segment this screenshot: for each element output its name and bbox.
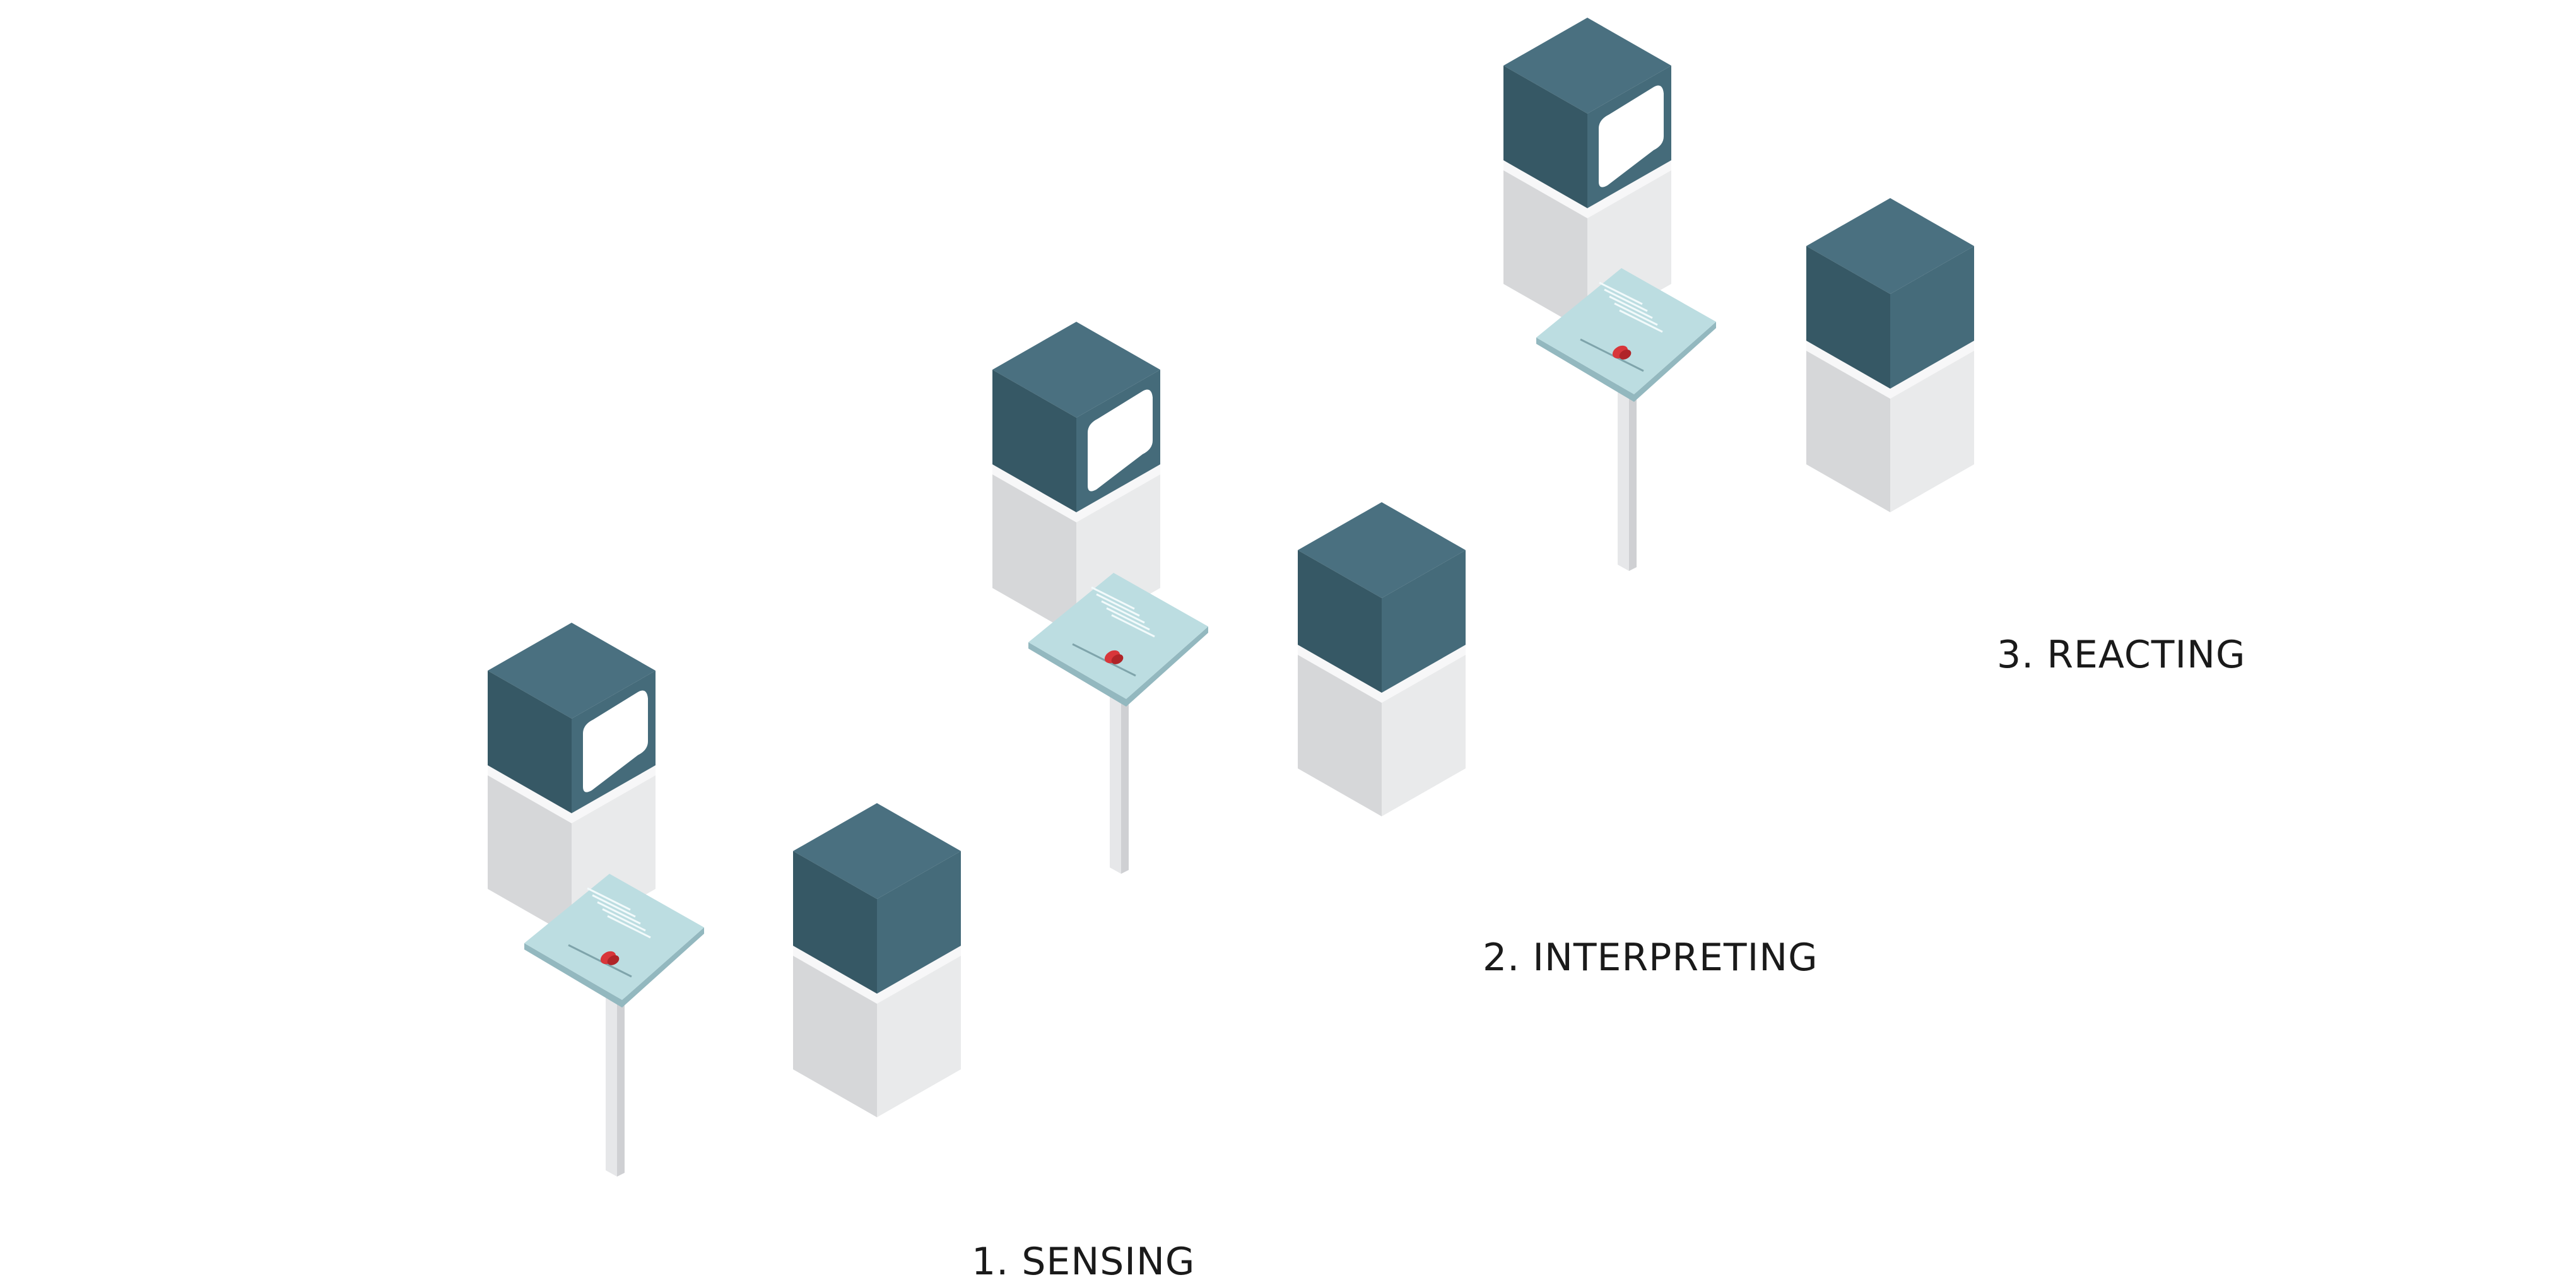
cube-left-face (1298, 550, 1382, 693)
lectern-text-line (1604, 288, 1648, 312)
lectern-edge-right (1634, 322, 1716, 402)
lectern-text-line (1599, 281, 1643, 305)
cube-left-face (992, 370, 1076, 512)
lectern-edge-left (1536, 338, 1634, 402)
lectern-text-line (1091, 586, 1135, 610)
cube-left-face (488, 671, 572, 813)
lectern-text-line (607, 915, 651, 939)
lectern-stand (1110, 658, 1121, 874)
lectern-stand (606, 959, 617, 1177)
lectern-icon (1028, 573, 1208, 699)
unit-sensing-monitor-monitor-cube-icon (488, 623, 656, 937)
lectern-text-line (1111, 614, 1155, 638)
unit-reacting-plain-plain-cube-icon (1806, 198, 1974, 512)
knob-shadow (1619, 350, 1632, 360)
lectern-stand-side (617, 961, 625, 1177)
unit-interpreting-lectern (1028, 573, 1208, 874)
lectern-text-line (1619, 309, 1663, 333)
pedestal-band (488, 765, 656, 823)
stage-label-reacting: 3. REACTING (1997, 633, 2246, 677)
unit-sensing-lectern (524, 874, 704, 1177)
monitor-screen-icon (1599, 85, 1664, 187)
cube-right-face (1382, 550, 1466, 693)
pedestal-band (793, 946, 961, 1004)
lectern-text-line (592, 894, 636, 918)
lectern-text-line (1106, 607, 1150, 631)
pedestal-band (1298, 645, 1466, 703)
cube-right-face (1890, 246, 1974, 389)
monitor-screen-icon (1088, 389, 1153, 491)
stage-label-sensing: 1. SENSING (972, 1240, 1195, 1284)
unit-sensing-plain-plain-cube-icon (793, 803, 961, 1117)
lectern-stand-side (1121, 661, 1129, 874)
lectern-text-line (597, 901, 641, 925)
lectern-edge-right (622, 927, 704, 1008)
lectern-text-line (602, 908, 646, 932)
pedestal-band (1503, 160, 1671, 218)
cube-right-face (877, 851, 961, 994)
lectern-text-line (1101, 600, 1145, 624)
unit-interpreting-monitor-monitor-cube-icon (992, 322, 1160, 636)
stage-units (488, 18, 1974, 1177)
pedestal-band (1806, 341, 1974, 399)
monitor-screen-icon (583, 690, 648, 792)
lectern-edge-left (1028, 642, 1126, 707)
pedestal-band (992, 464, 1160, 522)
lectern-slider-track (568, 944, 632, 978)
lectern-text-line (1614, 302, 1658, 326)
knob-shadow (607, 955, 620, 965)
lectern-edge-left (524, 943, 622, 1008)
cube-left-face (1503, 66, 1587, 208)
lectern-stand (1618, 353, 1629, 571)
stage-label-interpreting: 2. INTERPRETING (1483, 936, 1818, 980)
lectern-text-line (1609, 295, 1653, 319)
lectern-text-line (587, 887, 631, 911)
lectern-icon (524, 874, 704, 1000)
unit-reacting-monitor-monitor-cube-icon (1503, 18, 1671, 332)
lectern-icon (1536, 268, 1716, 394)
cube-left-face (1806, 246, 1890, 389)
lectern-stand-side (1629, 356, 1637, 571)
lectern-edge-right (1126, 626, 1208, 707)
lectern-text-line (1096, 593, 1140, 617)
cube-left-face (793, 851, 877, 994)
unit-interpreting-plain-plain-cube-icon (1298, 502, 1466, 816)
lectern-slider-track (1580, 338, 1644, 372)
unit-reacting-lectern (1536, 268, 1716, 571)
lectern-slider-track (1072, 643, 1136, 677)
knob-shadow (1111, 654, 1124, 664)
